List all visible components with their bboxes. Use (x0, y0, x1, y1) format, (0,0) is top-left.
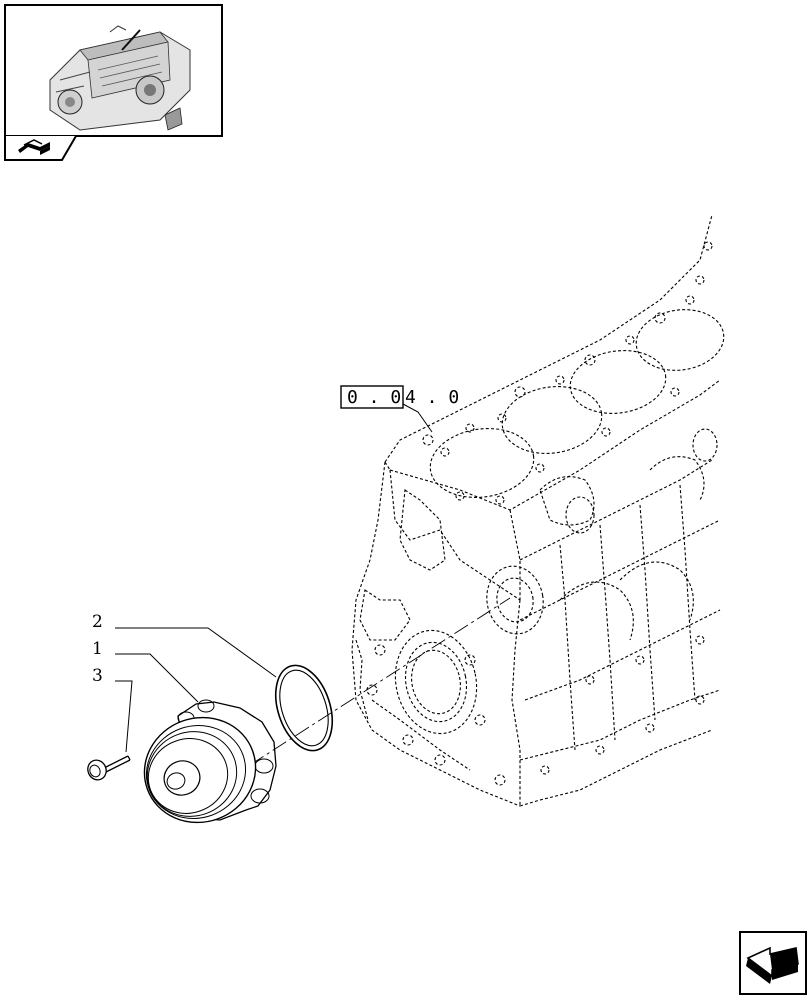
next-page-button[interactable] (739, 931, 807, 995)
leader-line-3 (115, 680, 133, 753)
reference-boxed-text: 0 . 0 (347, 387, 401, 408)
leader-line-2 (115, 627, 277, 678)
o-ring-gasket[interactable] (266, 658, 343, 758)
water-pump[interactable] (130, 699, 277, 838)
reference-label[interactable]: 0 . 0 4 . 0 (340, 385, 459, 409)
engine-thumbnail[interactable] (4, 4, 223, 137)
callout-1: 1 (92, 639, 103, 659)
flange-bolt[interactable] (85, 755, 131, 783)
callout-2: 2 (92, 612, 103, 632)
engine-block-drawing (351, 214, 725, 807)
callout-3: 3 (92, 666, 103, 686)
next-page-arrow-icon (746, 946, 799, 984)
assembly-center-line (249, 597, 511, 766)
section-book-icon (18, 139, 50, 155)
engine-thumbnail-icon (49, 25, 191, 131)
leader-line-1 (115, 653, 199, 703)
reference-rest-text: 4 . 0 (405, 387, 459, 408)
section-tab[interactable] (4, 135, 77, 161)
leader-line-reference (402, 403, 433, 433)
